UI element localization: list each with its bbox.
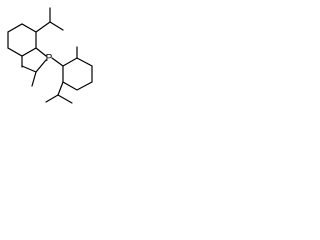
p-isopropyl-bond-1 (35, 59, 47, 73)
p-isopropyl-group (21, 59, 47, 87)
lower-isopropyl-bond-2 (45, 94, 59, 103)
upper-isopropyl-bond-3 (49, 21, 64, 31)
phosphorus-atom-label: P (46, 53, 53, 64)
p-isopropyl-bond-3 (31, 71, 37, 87)
molecule-diagram: P (7, 7, 93, 104)
p-isopropyl-bond-2 (21, 65, 37, 73)
lower-ring-bonds (62, 57, 93, 91)
upper-isopropyl-group (35, 7, 64, 33)
lower-cyclohexane-ring (62, 46, 93, 91)
upper-isopropyl-bond-1 (35, 21, 51, 33)
upper-ring-to-p-bond (35, 47, 47, 57)
lower-isopropyl-bond-1 (57, 81, 64, 96)
upper-ring-bonds (7, 23, 37, 57)
structure-canvas: P (0, 0, 109, 109)
lower-isopropyl-group (45, 81, 73, 104)
lower-isopropyl-bond-3 (57, 94, 73, 104)
upper-cyclohexane-ring (7, 23, 37, 68)
p-to-lower-ring-bond (51, 57, 64, 67)
